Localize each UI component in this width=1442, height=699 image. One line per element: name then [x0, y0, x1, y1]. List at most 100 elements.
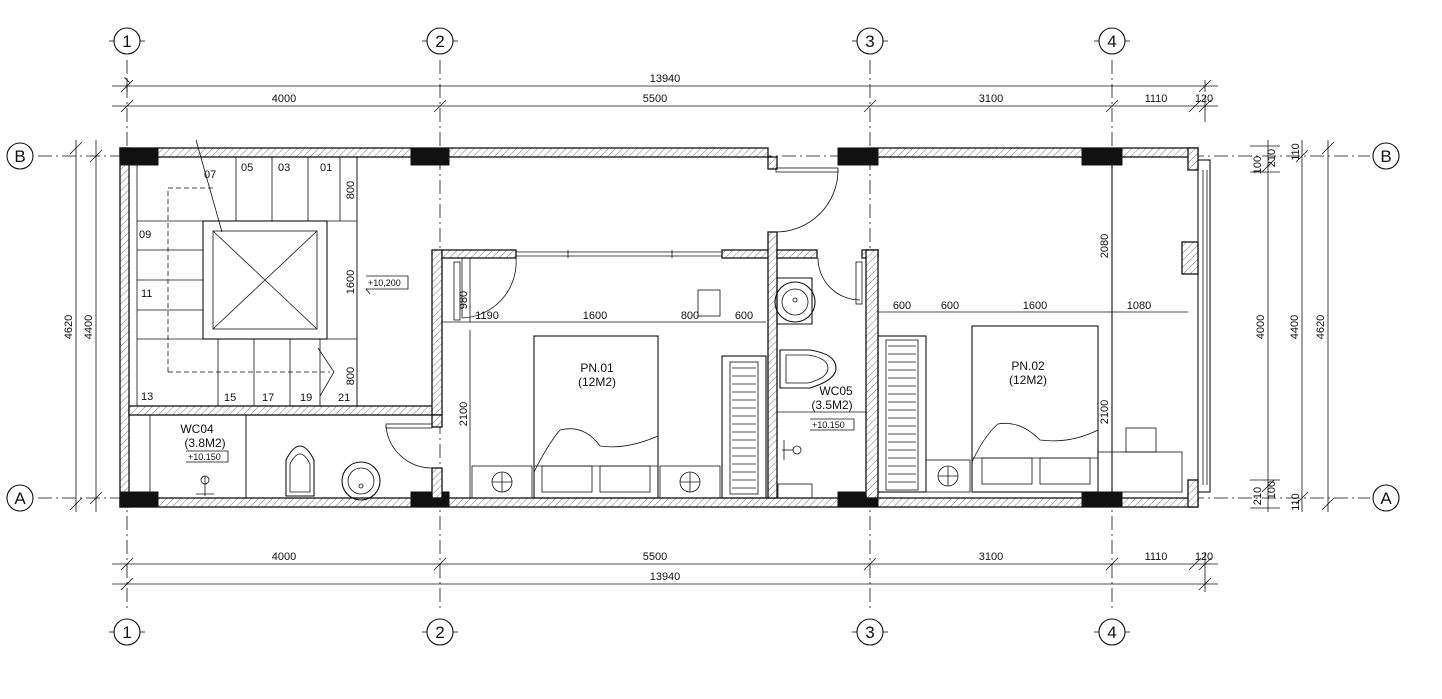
svg-text:B: B [1380, 147, 1391, 166]
svg-text:03: 03 [278, 162, 290, 174]
svg-text:07: 07 [204, 169, 216, 181]
grid-axes [38, 60, 1370, 610]
level-tag-stair: +10,200 [365, 275, 409, 295]
grid-bubble-3-top: 3 [852, 27, 888, 55]
svg-text:A: A [14, 489, 26, 508]
toilet-icon [285, 445, 315, 497]
level-tag-wc05: +10.150 [810, 418, 855, 431]
svg-text:4400: 4400 [83, 315, 95, 339]
svg-text:4: 4 [1107, 623, 1116, 642]
svg-text:600: 600 [735, 310, 753, 322]
wc05-name: WC05 [819, 384, 853, 398]
bottom-dimensions: 4000 5500 3100 1110 120 13940 [112, 551, 1218, 592]
svg-text:2080: 2080 [1099, 234, 1111, 258]
staircase: 01 03 05 07 09 11 13 15 17 19 21 800 160… [128, 139, 409, 407]
grid-bubble-B-right: B [1372, 142, 1400, 170]
pn01-area: (12M2) [578, 375, 616, 389]
svg-text:A: A [1380, 489, 1392, 508]
grid-bubble-2-bottom: 2 [422, 618, 458, 646]
right-dimensions: 4000 4400 4620 100 210 110 210 100 110 [1250, 140, 1335, 512]
hall-door [775, 167, 839, 233]
wc05: WC05 (3.5M2) +10.150 [774, 257, 866, 499]
svg-text:09: 09 [139, 229, 151, 241]
svg-text:2100: 2100 [1099, 400, 1111, 424]
svg-text:110: 110 [1290, 143, 1302, 161]
svg-text:11: 11 [141, 288, 152, 300]
wc05-door [817, 257, 863, 305]
svg-text:5500: 5500 [643, 93, 667, 105]
svg-text:4620: 4620 [1315, 315, 1327, 339]
svg-text:3: 3 [865, 623, 874, 642]
svg-text:13: 13 [141, 391, 153, 403]
shower-icon [782, 440, 802, 460]
svg-text:3100: 3100 [979, 551, 1003, 563]
svg-text:13940: 13940 [650, 571, 681, 583]
svg-text:1600: 1600 [1023, 300, 1047, 312]
washbasin-icon [341, 461, 381, 501]
svg-text:800: 800 [345, 367, 357, 385]
svg-text:1: 1 [122, 32, 131, 51]
svg-text:2100: 2100 [458, 402, 470, 426]
wc04-area: (3.8M2) [184, 436, 225, 450]
svg-text:1: 1 [122, 623, 131, 642]
grid-bubble-3-bottom: 3 [852, 618, 888, 646]
svg-text:5500: 5500 [643, 551, 667, 563]
svg-text:210: 210 [1252, 487, 1264, 505]
grid-bubble-A-right: A [1372, 484, 1400, 512]
left-dimensions: 4620 4400 [63, 140, 103, 512]
exterior-walls [119, 147, 1211, 508]
svg-text:4000: 4000 [272, 551, 296, 563]
svg-text:110: 110 [1290, 493, 1302, 511]
svg-text:+10.150: +10.150 [188, 452, 221, 462]
pn02-bedroom: 600 600 1600 1080 2080 2100 PN.02 (12M2) [877, 165, 1188, 493]
pn02-name: PN.02 [1011, 359, 1045, 373]
svg-text:4400: 4400 [1289, 315, 1301, 339]
svg-text:1110: 1110 [1145, 551, 1168, 563]
grid-bubble-B-left: B [6, 142, 34, 170]
grid-bubble-4-top: 4 [1094, 27, 1130, 55]
svg-text:1080: 1080 [1127, 300, 1151, 312]
wc04-name: WC04 [180, 422, 214, 436]
svg-text:2: 2 [435, 32, 444, 51]
svg-text:2: 2 [435, 623, 444, 642]
svg-text:100: 100 [1252, 156, 1264, 174]
grid-bubble-1-bottom: 1 [109, 618, 145, 646]
svg-text:05: 05 [241, 162, 253, 174]
pn01-name: PN.01 [580, 361, 614, 375]
svg-text:600: 600 [893, 300, 911, 312]
svg-text:800: 800 [681, 310, 699, 322]
svg-text:210: 210 [1266, 149, 1278, 167]
wardrobe-hangers-2 [888, 345, 916, 483]
svg-text:1600: 1600 [583, 310, 607, 322]
svg-text:4000: 4000 [1255, 315, 1267, 339]
svg-text:600: 600 [941, 300, 959, 312]
svg-text:17: 17 [262, 392, 274, 404]
svg-text:21: 21 [338, 392, 350, 404]
grid-bubble-A-left: A [6, 484, 34, 512]
svg-text:4620: 4620 [63, 315, 75, 339]
svg-text:15: 15 [224, 392, 236, 404]
top-dimensions: 13940 4000 5500 3100 1110 120 [112, 73, 1218, 122]
svg-text:980: 980 [458, 291, 470, 309]
pn01-bedroom: 1190 1600 800 600 980 2100 PN.01 (12M2) [442, 250, 767, 499]
svg-text:3100: 3100 [979, 93, 1003, 105]
svg-text:3: 3 [865, 32, 874, 51]
svg-text:120: 120 [1195, 93, 1213, 105]
svg-text:100: 100 [1266, 481, 1278, 499]
wc04-door [385, 423, 433, 469]
pn02-area: (12M2) [1009, 373, 1047, 387]
grid-bubble-2-top: 2 [422, 27, 458, 55]
svg-text:800: 800 [345, 181, 357, 199]
grid-bubble-1-top: 1 [109, 27, 145, 55]
wc04: WC04 (3.8M2) +10.150 [149, 414, 433, 501]
svg-text:4: 4 [1107, 32, 1116, 51]
svg-text:1600: 1600 [345, 270, 357, 294]
svg-text:B: B [14, 147, 25, 166]
level-tag-wc04: +10.150 [186, 450, 229, 463]
grid-bubble-4-bottom: 4 [1094, 618, 1130, 646]
svg-text:13940: 13940 [650, 73, 681, 85]
svg-text:19: 19 [300, 392, 312, 404]
svg-text:+10,200: +10,200 [368, 278, 401, 288]
svg-text:+10.150: +10.150 [812, 420, 845, 430]
